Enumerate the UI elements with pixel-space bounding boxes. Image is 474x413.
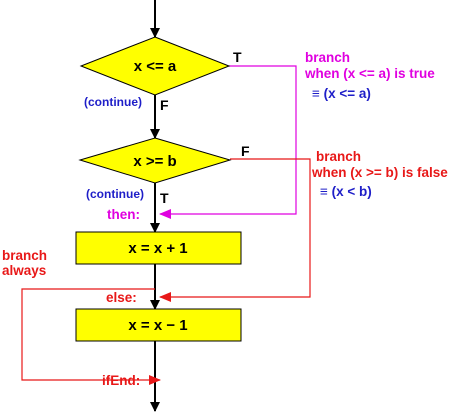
cond2-false-label: F bbox=[241, 143, 250, 159]
note2-line3: ≡ (x < b) bbox=[320, 184, 372, 199]
continue-label-1: (continue) bbox=[84, 95, 142, 109]
box2-text: x = x − 1 bbox=[128, 317, 187, 334]
continue-label-2: (continue) bbox=[86, 187, 144, 201]
decision-diamond-2 bbox=[78, 137, 232, 184]
cond1-text: x <= a bbox=[134, 58, 177, 75]
else-label: else: bbox=[106, 290, 137, 305]
note2-line2: when (x >= b) is false bbox=[311, 165, 448, 180]
note3-line2: always bbox=[2, 263, 46, 278]
note3-line1: branch bbox=[2, 248, 47, 263]
then-label: then: bbox=[107, 207, 140, 222]
process-box-2 bbox=[75, 308, 242, 342]
cond1-true-label: T bbox=[233, 49, 242, 65]
note2-line1: branch bbox=[316, 149, 361, 164]
decision-diamond-1 bbox=[79, 36, 231, 96]
cond2-true-label: T bbox=[160, 190, 169, 206]
note1-line2: when (x <= a) is true bbox=[304, 66, 435, 81]
branch-always-line bbox=[21, 288, 161, 385]
branch-false-line bbox=[159, 158, 311, 302]
note1-line1: branch bbox=[305, 50, 350, 65]
note1-line3: ≡ (x <= a) bbox=[312, 86, 371, 101]
branch-true-line bbox=[159, 65, 297, 219]
box1-text: x = x + 1 bbox=[128, 240, 187, 257]
process-box-1 bbox=[75, 231, 242, 265]
cond1-false-label: F bbox=[160, 97, 169, 113]
ifend-label: ifEnd: bbox=[102, 373, 140, 388]
cond2-text: x >= b bbox=[133, 153, 176, 170]
